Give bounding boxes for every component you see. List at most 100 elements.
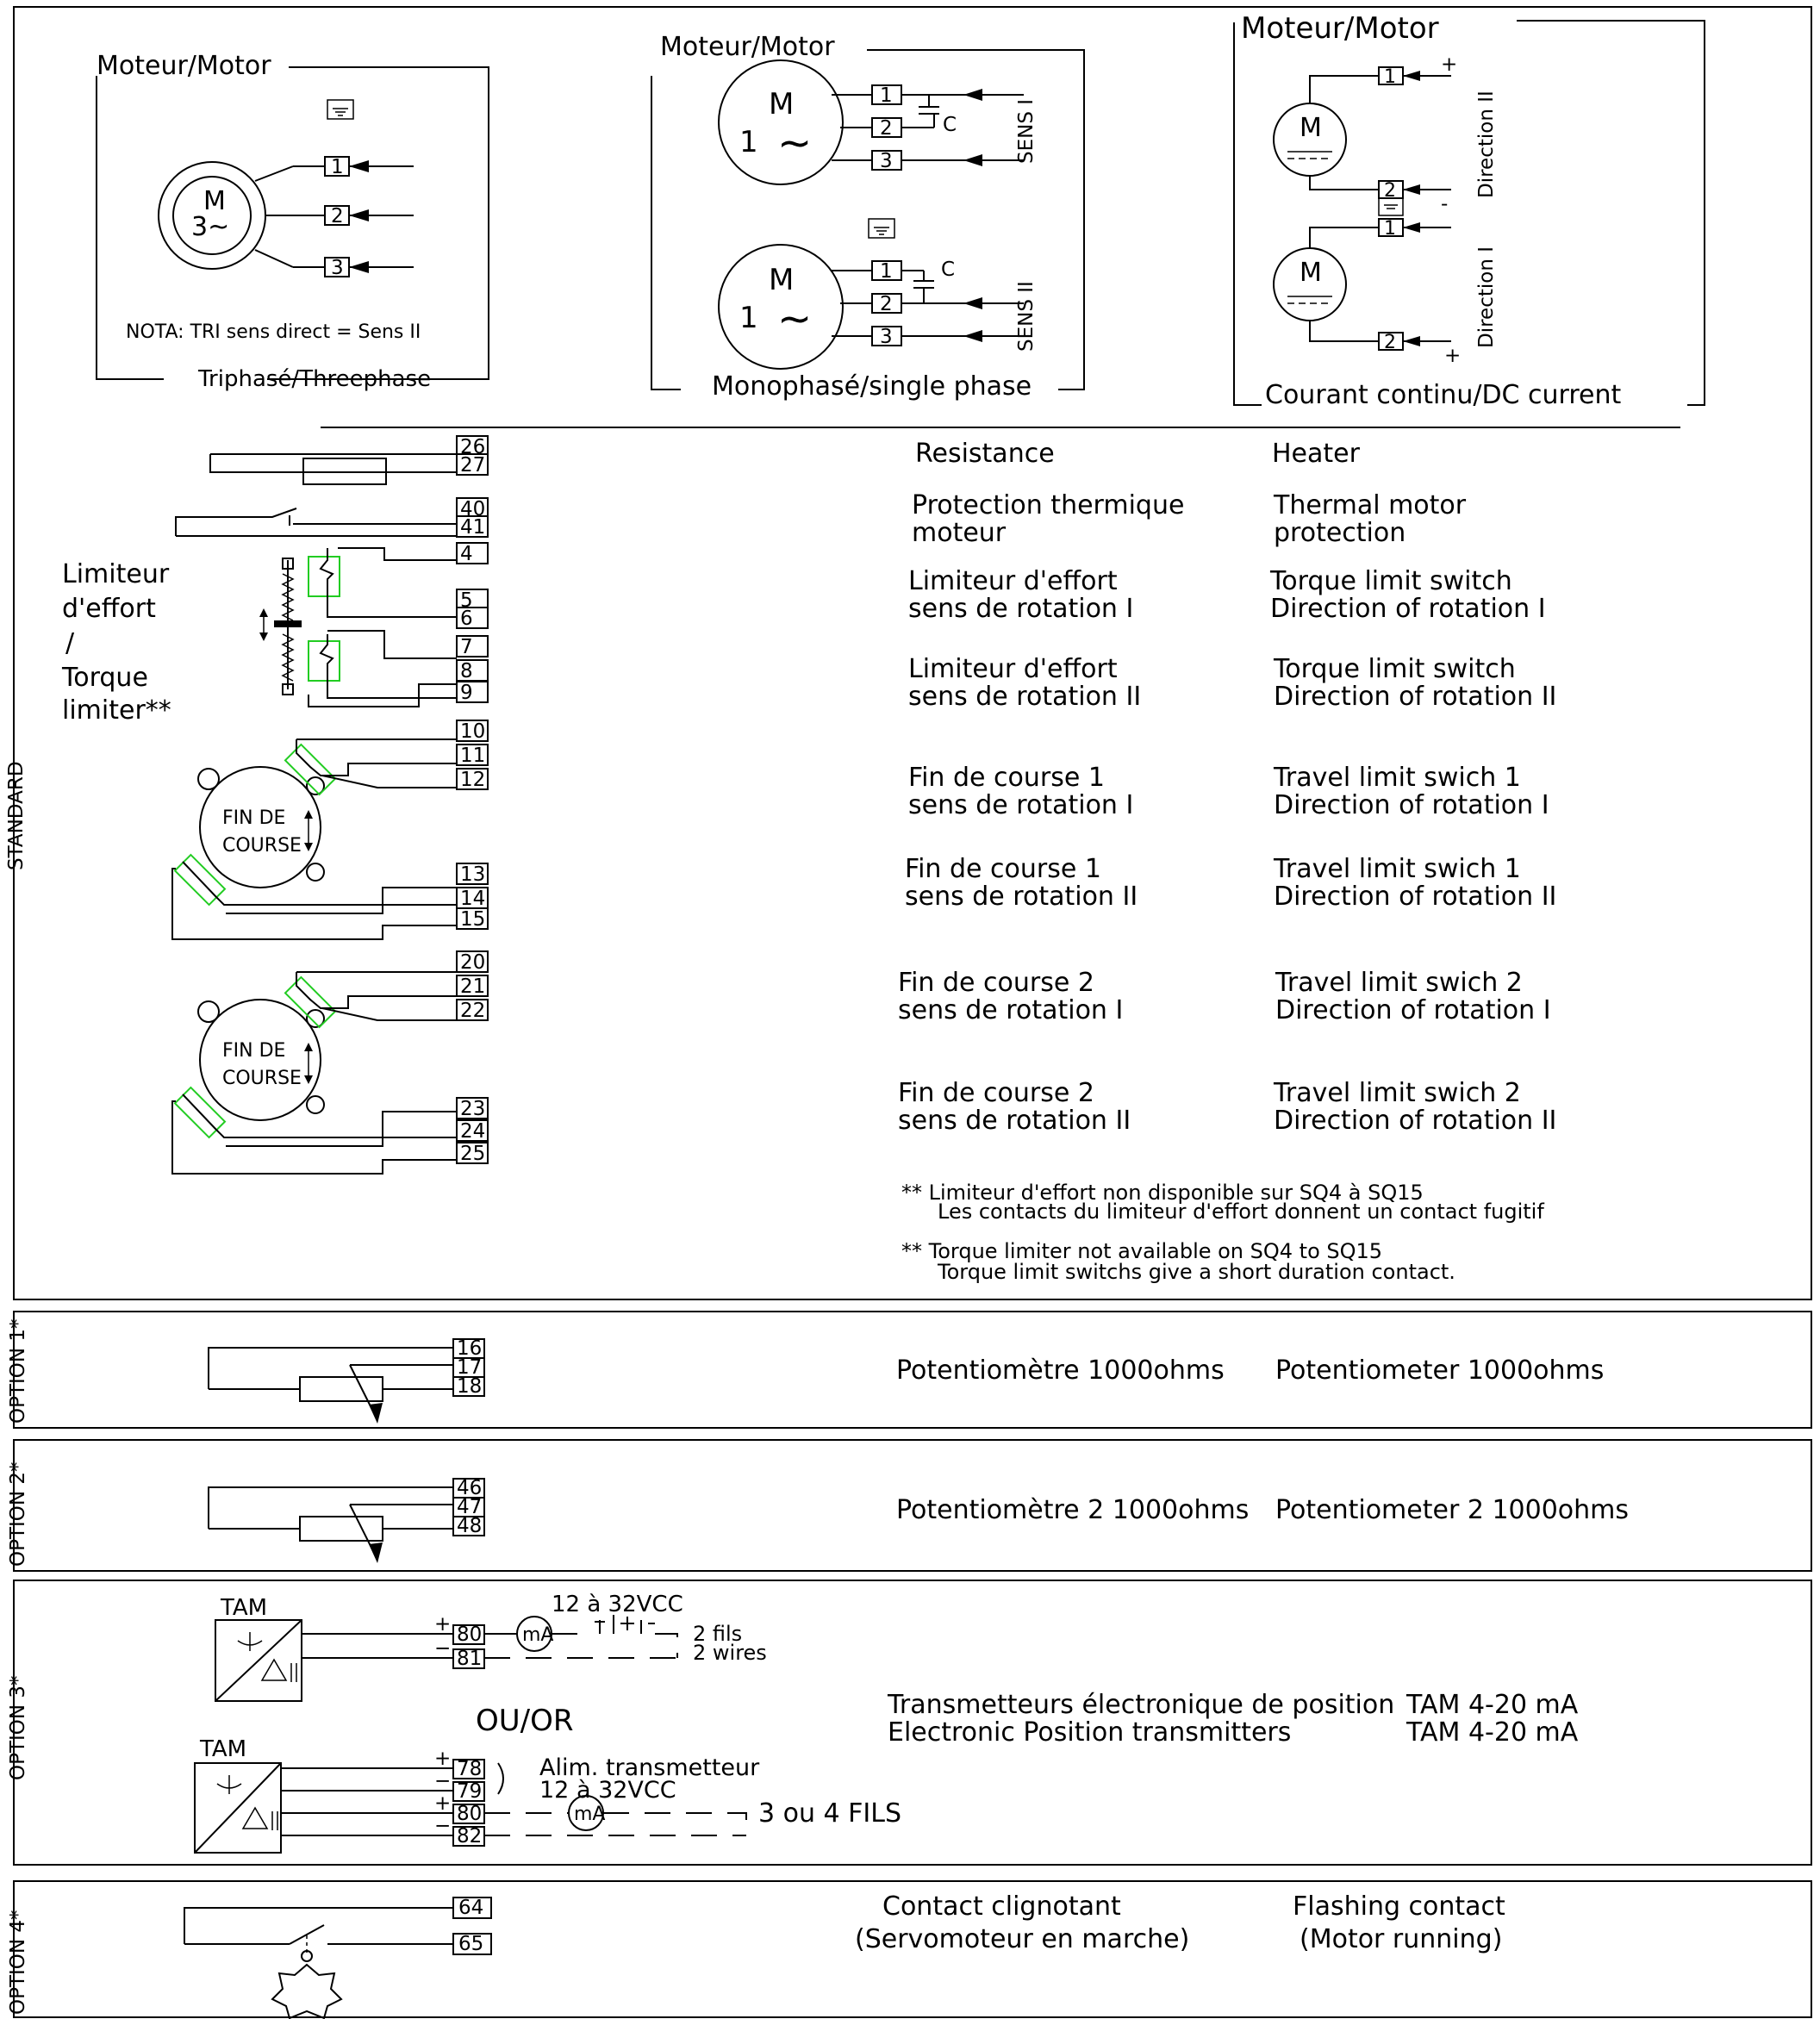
torque-limiter-icon — [259, 558, 302, 695]
threephase-caption: Triphasé/Threephase — [197, 366, 431, 392]
potentiometer-2-icon — [299, 1516, 383, 1542]
standard-row-fr: sens de rotation II — [905, 882, 1138, 912]
svg-text:4: 4 — [460, 543, 473, 565]
option4-fr-2: (Servomoteur en marche) — [855, 1924, 1189, 1954]
standard-row-fr: Fin de course 1 — [905, 854, 1101, 884]
terminal-3ph-1: 1 — [324, 156, 350, 178]
option2-label: OPTION 2* — [7, 1461, 29, 1567]
standard-row-fr: Fin de course 1 — [908, 763, 1105, 793]
terminal-dc-b-2: 2 — [1378, 332, 1404, 353]
svg-text:5: 5 — [460, 589, 473, 612]
dc-motor-block: Moteur/Motor M 1 2 + - M 1 2 + Direction… — [1233, 11, 1705, 410]
earth-1ph-icon — [868, 218, 895, 239]
svg-text:15: 15 — [460, 908, 485, 931]
opt3-minus-b1: − — [434, 1770, 451, 1792]
terminal: 4 — [456, 542, 489, 565]
capacitor-a-label: C — [943, 114, 957, 136]
terminal: 11 — [456, 744, 489, 767]
svg-text:21: 21 — [460, 975, 485, 998]
tam-top-label: TAM — [220, 1595, 267, 1621]
standard-row-en: Direction of rotation II — [1274, 1106, 1556, 1136]
supply-a-label: 12 à 32VCC — [552, 1592, 683, 1617]
option1-label: OPTION 1* — [7, 1318, 29, 1424]
heater-resistor-icon — [302, 458, 387, 485]
svg-text:27: 27 — [460, 454, 485, 477]
svg-text:80: 80 — [457, 1803, 482, 1825]
terminal-1ph-a-2: 2 — [871, 117, 902, 140]
dc-plus-a: + — [1441, 53, 1457, 76]
singlephase-title: Moteur/Motor — [660, 32, 835, 62]
svg-text:17: 17 — [457, 1356, 482, 1379]
terminal-3ph-3: 3 — [324, 257, 350, 279]
svg-text:14: 14 — [460, 888, 485, 910]
option3-frame — [13, 1580, 1812, 1866]
capacitor-b-label: C — [941, 259, 955, 281]
earth-dc-icon — [1378, 197, 1404, 216]
terminal: 27 — [456, 453, 489, 477]
terminal: 15 — [456, 907, 489, 931]
potentiometer-1-icon — [299, 1376, 383, 1402]
singlephase-caption: Monophasé/single phase — [712, 371, 1032, 402]
option4-fr-1: Contact clignotant — [882, 1891, 1121, 1922]
svg-text:3: 3 — [880, 326, 893, 348]
svg-text:2: 2 — [880, 117, 893, 140]
note-fr-2: Les contacts du limiteur d'effort donnen… — [938, 1200, 1544, 1224]
motor-1ph-a-icon — [718, 59, 844, 185]
terminal: 22 — [456, 999, 489, 1022]
standard-row-en: Direction of rotation I — [1270, 594, 1546, 624]
motor-1ph-a-letter: M — [769, 87, 794, 122]
svg-text:80: 80 — [457, 1623, 482, 1646]
standard-row-fr: Fin de course 2 — [898, 968, 1094, 998]
motor-3ph-sub: 3~ — [191, 212, 229, 242]
supply-b-label: 12 à 32VCC — [539, 1777, 676, 1804]
standard-row-en: Direction of rotation I — [1274, 790, 1549, 820]
terminal: 9 — [456, 681, 489, 704]
svg-text:FIN DE: FIN DE — [222, 807, 285, 829]
svg-text:81: 81 — [457, 1648, 482, 1670]
singlephase-motor-block: Moteur/Motor M 1 ~ 1 2 3 C SENS I M 1 ~ … — [651, 32, 1085, 402]
standard-row-en: protection — [1274, 518, 1406, 548]
threephase-motor-block: Moteur/Motor M 3~ 1 2 3 NOTA: TRI sens d… — [96, 51, 489, 392]
option3-2wire: TAM + − 80 81 mA 12 à 32VCC 2 fils 2 wir… — [215, 1592, 767, 1702]
terminal-47: 47 — [452, 1496, 485, 1518]
option3-en: Electronic Position transmitters — [888, 1717, 1291, 1748]
terminal: 12 — [456, 768, 489, 791]
option2-en: Potentiometer 2 1000ohms — [1275, 1495, 1629, 1525]
terminal-81-top: 81 — [452, 1648, 485, 1670]
svg-text:2: 2 — [880, 293, 893, 315]
svg-text:3: 3 — [880, 150, 893, 172]
terminal: 24 — [456, 1119, 489, 1143]
tam-bottom-label: TAM — [199, 1736, 246, 1762]
standard-row-fr: Limiteur d'effort — [908, 566, 1118, 596]
terminal-64: 64 — [452, 1897, 492, 1919]
threephase-note: NOTA: TRI sens direct = Sens II — [126, 321, 421, 343]
opt3-plus-b2: + — [434, 1792, 451, 1815]
standard-row-en: Heater — [1272, 439, 1361, 469]
option1-frame — [13, 1311, 1812, 1429]
terminal: 6 — [456, 607, 489, 630]
terminal-3ph-2: 2 — [324, 205, 350, 227]
standard-row-en: Travel limit swich 1 — [1273, 763, 1521, 793]
svg-text:48: 48 — [457, 1515, 482, 1537]
standard-row-fr: Limiteur d'effort — [908, 654, 1118, 684]
terminal: 21 — [456, 975, 489, 998]
terminal-65: 65 — [452, 1933, 492, 1955]
ma-a-label: mA — [522, 1624, 553, 1646]
option4-en-2: (Motor running) — [1300, 1924, 1502, 1954]
svg-text:2: 2 — [1384, 180, 1396, 202]
motor-1ph-b-icon — [718, 244, 844, 370]
terminal-1ph-b-3: 3 — [871, 326, 902, 348]
option4-en-1: Flashing contact — [1293, 1891, 1505, 1922]
torque-label-line3: / — [65, 628, 75, 658]
option1-potentiometer: 16 17 18 — [208, 1337, 485, 1424]
option4-label: OPTION 4* — [7, 1910, 29, 2015]
terminal: 41 — [456, 515, 489, 539]
ma-b-label: mA — [574, 1804, 605, 1825]
dc-motor-a-letter: M — [1300, 113, 1322, 143]
terminal: 10 — [456, 720, 489, 743]
svg-text:FIN DE: FIN DE — [222, 1040, 285, 1062]
motor-1ph-b-letter: M — [769, 263, 794, 297]
svg-text:65: 65 — [458, 1933, 483, 1955]
svg-text:25: 25 — [460, 1143, 485, 1165]
terminal-1ph-b-2: 2 — [871, 293, 902, 315]
